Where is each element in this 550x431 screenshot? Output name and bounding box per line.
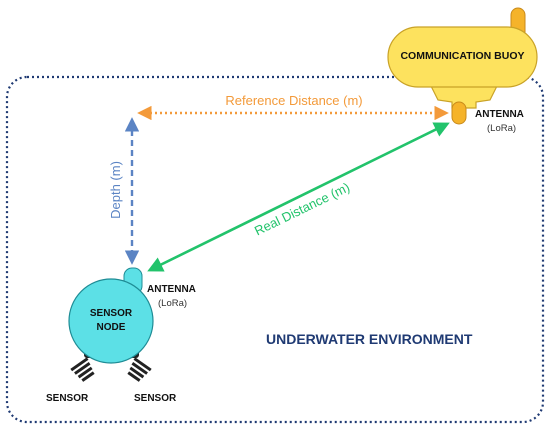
- node-body: [68, 278, 154, 364]
- node-antenna-sublabel: (LoRa): [158, 298, 188, 309]
- sensor-node: [68, 267, 154, 382]
- buoy-antenna-sublabel: (LoRa): [487, 123, 517, 134]
- buoy-body: [387, 26, 538, 88]
- sensor-right-icon: [127, 357, 152, 382]
- node-label-line1: SENSOR: [89, 308, 133, 319]
- environment-boundary: [5, 75, 545, 424]
- buoy-label: COMMUNICATION BUOY: [400, 50, 525, 62]
- reference-distance-label: Reference Distance (m): [225, 93, 362, 108]
- sensor-left-label: SENSOR: [46, 393, 89, 404]
- sensor-right-label: SENSOR: [134, 393, 177, 404]
- depth-label: Depth (m): [108, 161, 123, 219]
- buoy-antenna-icon: [451, 101, 467, 125]
- real-distance-arrow: [147, 122, 450, 272]
- environment-label: UNDERWATER ENVIRONMENT: [266, 331, 473, 347]
- buoy-antenna-label: ANTENNA: [475, 109, 524, 120]
- communication-buoy: [387, 7, 538, 125]
- node-label-line2: NODE: [96, 322, 126, 333]
- real-distance-label: Real Distance (m): [252, 179, 352, 238]
- sensor-left-icon: [70, 357, 95, 382]
- node-antenna-label: ANTENNA: [147, 284, 196, 295]
